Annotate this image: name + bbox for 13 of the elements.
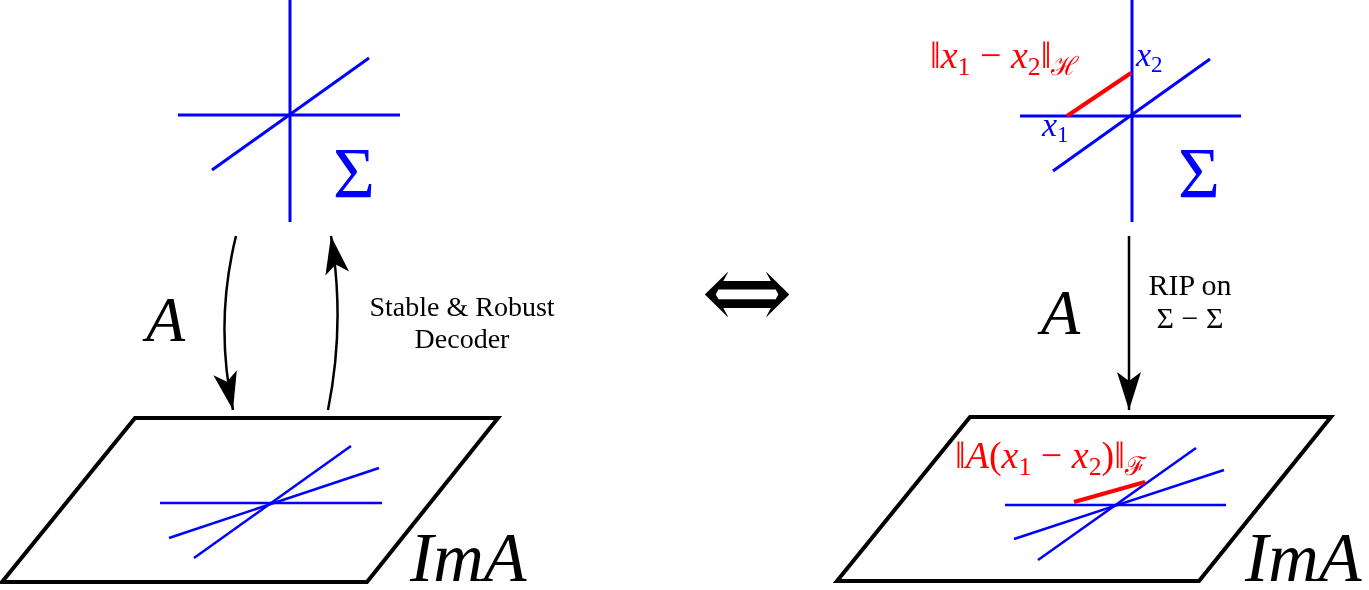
norm-label: ‖A(x$_{1}$ − x$_{2}$)‖$_{ℱ}$ [955,436,1146,474]
point-label: x$_{1}$ [1042,108,1069,142]
edge-annotation: RIP on Σ − Σ [1147,268,1233,334]
arrow [214,235,238,411]
equivalence-symbol: ⇔ [701,237,794,347]
norm-label: ‖x$_{1}$ − x$_{2}$‖$_{ℋ}$ [930,36,1079,74]
point-label: x$_{2}$ [1136,38,1163,72]
math-label: ImA [1245,528,1362,588]
math-symbol: Σ [333,137,375,209]
arrow [1117,236,1141,410]
arrow [324,235,349,411]
math-symbol: Σ [1178,137,1220,209]
math-label: ImA [410,528,527,588]
